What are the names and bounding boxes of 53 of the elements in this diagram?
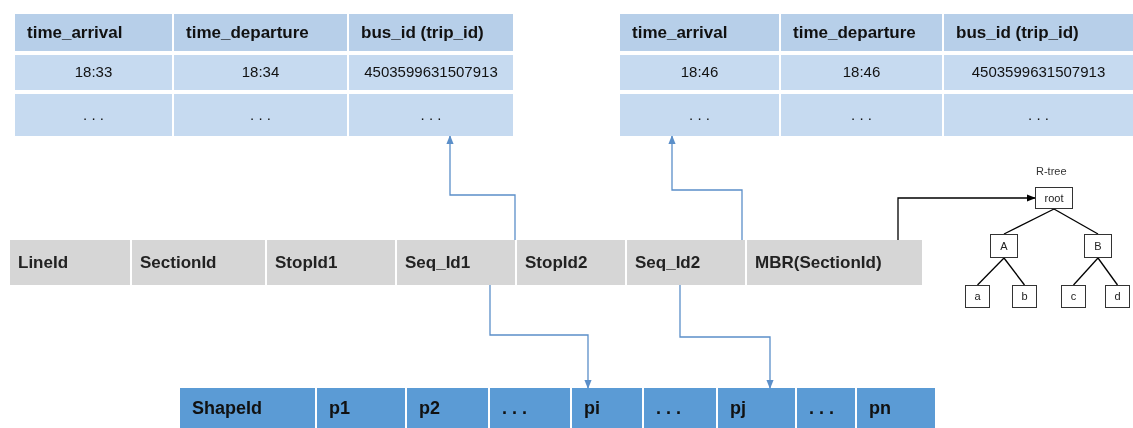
tree-node-box: c (1061, 285, 1086, 308)
table-cell: 4503599631507913 (349, 55, 513, 90)
array-cell: . . . (797, 388, 855, 428)
arrow (446, 135, 516, 241)
array-cell: pi (572, 388, 642, 428)
arrow (668, 135, 743, 241)
arrow (489, 284, 592, 389)
table-cell: . . . (15, 94, 172, 136)
tree-line (1003, 208, 1055, 235)
header-cell: time_arrival (620, 14, 779, 51)
tree-line (1053, 208, 1099, 235)
table-cell: . . . (620, 94, 779, 136)
tree-line (1097, 257, 1119, 286)
tree-node-box: A (990, 234, 1018, 258)
tree-node-box: root (1035, 187, 1073, 209)
arrow (897, 194, 1036, 241)
tree-line (976, 257, 1005, 286)
tree-node-box: d (1105, 285, 1130, 308)
field-cell: StopId2 (517, 240, 625, 285)
array-cell: . . . (490, 388, 570, 428)
table-cell: . . . (349, 94, 513, 136)
field-cell: SectionId (132, 240, 265, 285)
tree-line (1003, 257, 1026, 286)
table-cell: 18:46 (620, 55, 779, 90)
header-cell: time_arrival (15, 14, 172, 51)
table-cell: 4503599631507913 (944, 55, 1133, 90)
field-cell: StopId1 (267, 240, 395, 285)
header-cell: bus_id (trip_id) (349, 14, 513, 51)
array-cell: pj (718, 388, 795, 428)
table-cell: . . . (781, 94, 942, 136)
array-cell: p2 (407, 388, 488, 428)
array-cell: ShapeId (180, 388, 315, 428)
field-cell: MBR(SectionId) (747, 240, 922, 285)
header-cell: time_departure (174, 14, 347, 51)
header-cell: time_departure (781, 14, 942, 51)
array-cell: pn (857, 388, 935, 428)
table-cell: . . . (944, 94, 1133, 136)
table-cell: . . . (174, 94, 347, 136)
tree-node-box: b (1012, 285, 1037, 308)
field-cell: Seq_Id2 (627, 240, 745, 285)
field-cell: LineId (10, 240, 130, 285)
table-cell: 18:34 (174, 55, 347, 90)
tree-node-box: B (1084, 234, 1112, 258)
table-cell: 18:33 (15, 55, 172, 90)
tree-line (1072, 257, 1099, 286)
tree-node-box: a (965, 285, 990, 308)
array-cell: p1 (317, 388, 405, 428)
table-cell: 18:46 (781, 55, 942, 90)
header-cell: bus_id (trip_id) (944, 14, 1133, 51)
field-cell: Seq_Id1 (397, 240, 515, 285)
arrow (679, 284, 774, 389)
tree-title: R-tree (1036, 164, 1067, 179)
array-cell: . . . (644, 388, 716, 428)
